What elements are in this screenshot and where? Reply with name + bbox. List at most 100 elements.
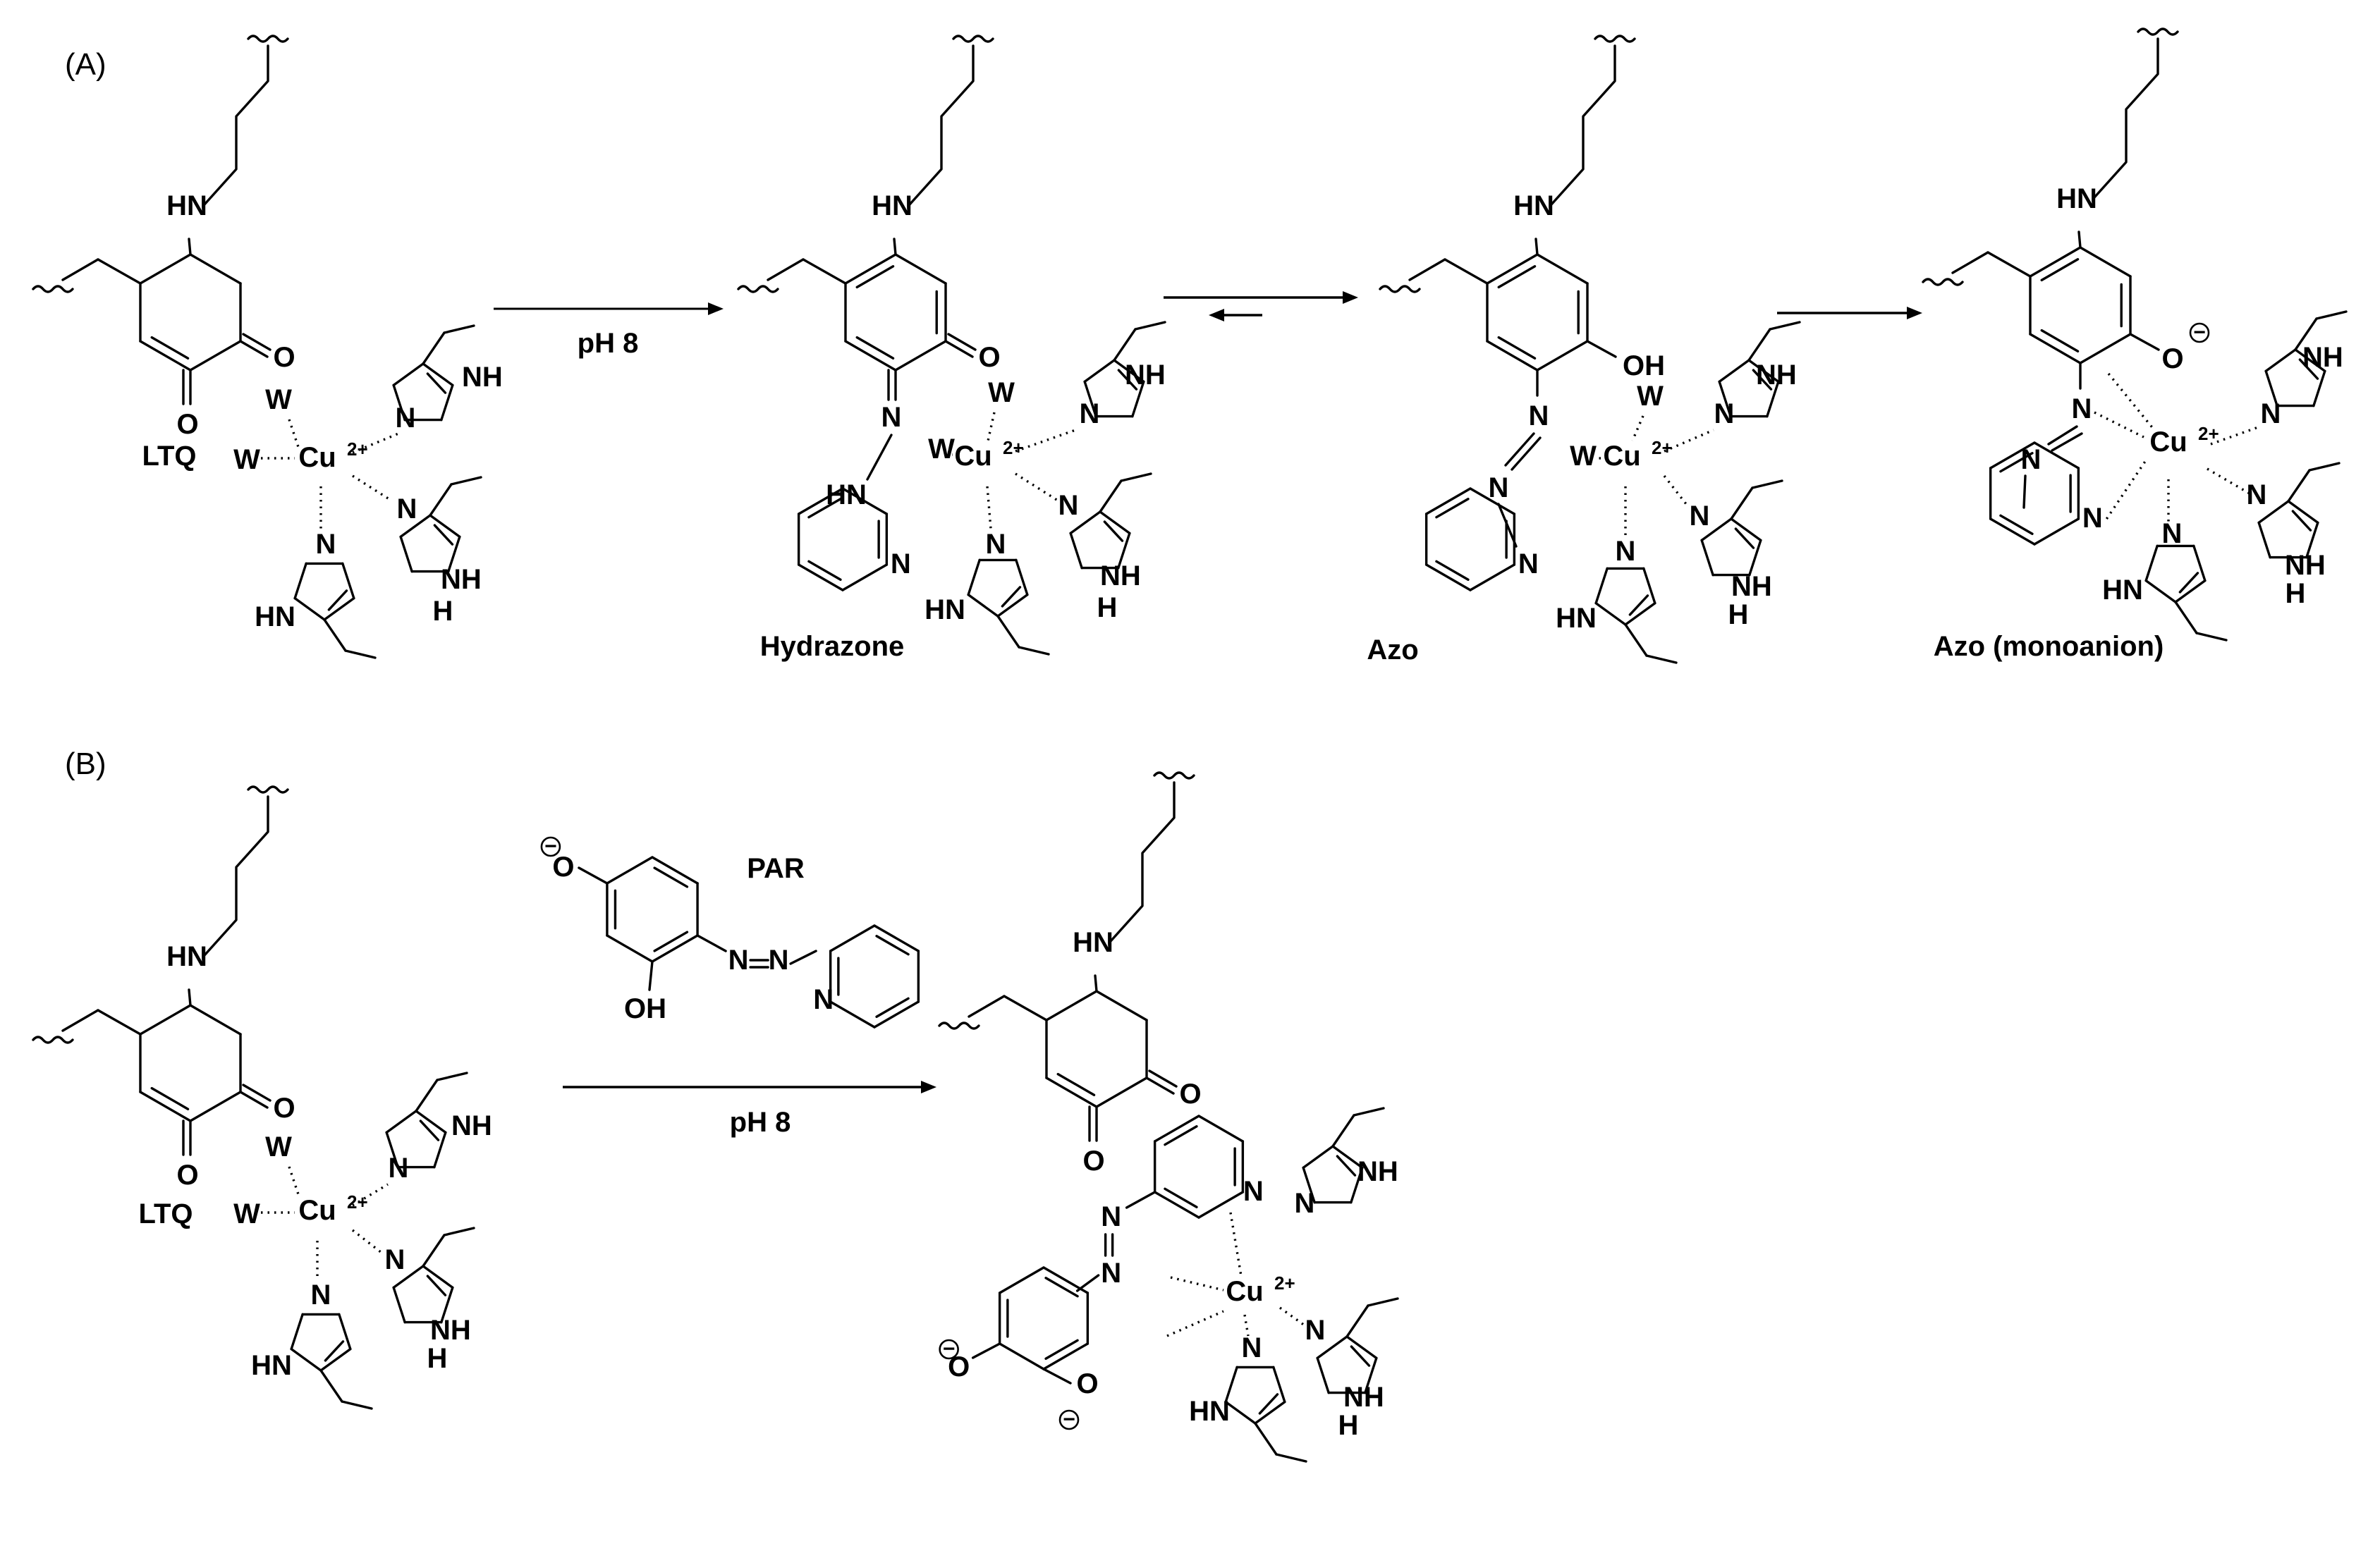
imidazole-nh: NH [451,1110,492,1141]
bond [873,924,920,952]
bond [1045,990,1098,1022]
copper-ion: Cu [954,441,991,472]
bond [1504,432,1535,467]
bond [797,487,844,515]
bond [188,988,192,1007]
bond [1275,1453,1307,1463]
imidazole-n: N [1305,1315,1326,1346]
azo-n: N [769,945,789,976]
bond [1094,974,1098,993]
bond [2174,601,2198,634]
imidazole-ring [293,562,377,659]
water-ligand: W [1570,441,1597,472]
imidazole-n: N [1080,398,1100,429]
bond [2029,246,2082,278]
imidazole-n: N [385,1244,405,1275]
bond [324,1340,345,1362]
imidazole-ring [967,558,1050,656]
coordination-bond [1631,415,1644,441]
bond [1999,514,2034,535]
bond [1336,1155,1357,1177]
panel-label-a: (A) [65,47,106,82]
bond [1331,1114,1355,1148]
bond-path [908,44,975,206]
bond [2312,369,2326,407]
reaction-arrows [494,291,1922,1093]
copper-ion: Cu [1226,1276,1263,1307]
imidazole-hn: HN [1189,1396,1230,1427]
imidazole-hn: HN [251,1350,292,1381]
pyridine-n: N [2082,503,2103,534]
imidazole-ring [385,1072,468,1169]
bond [2315,310,2348,320]
bond [319,1369,343,1403]
bond [1989,517,2036,546]
bond [1224,1400,1257,1425]
bond [1766,380,1780,418]
bond [189,1091,242,1122]
imidazole-n: N [2162,518,2183,549]
bond [2257,500,2290,524]
bond [139,340,192,372]
panel-label-b: (B) [65,747,106,781]
bond [1642,567,1656,605]
carbonyl-oxygen: O [273,342,295,373]
imidazole-nh: NH [1357,1156,1398,1187]
bond [2029,333,2082,364]
imidazole-h: H [1728,599,1749,630]
bond [290,1347,322,1372]
azo-ltq-core: HN [1379,35,1636,372]
imidazole-ring [1224,1366,1307,1463]
azo-n: N [728,945,749,976]
bond [392,1265,425,1289]
bond [1258,1393,1279,1415]
bond [651,856,699,885]
bond [188,238,192,256]
bond [2040,329,2080,352]
coordination-bond [2105,458,2149,520]
imidazole-n: N [1058,490,1079,521]
bond [1316,1356,1330,1394]
bond [1125,1191,1157,1209]
amine-label: HN [166,941,207,972]
bond [1153,1191,1200,1219]
bond [2257,521,2271,559]
coordination-bond [1015,429,1076,453]
coordination-bond [1015,472,1058,502]
bond [1700,517,1733,542]
bond [947,333,977,351]
imidazole-nh: NH [430,1315,471,1346]
bond [1536,340,1589,372]
carbonyl-oxygen: O [176,1160,198,1191]
negative-charge-sign: − [2193,321,2206,344]
hydroxyl: OH [624,993,666,1024]
bond [2308,462,2341,472]
bond [1003,995,1048,1022]
bond [1331,1145,1364,1170]
bond [1751,479,1783,489]
copper-charge: 2+ [1274,1272,1295,1294]
bond [1224,1366,1238,1404]
bond [97,1009,142,1036]
bond [1424,563,1472,591]
bond [443,1227,475,1237]
carbonyl-oxygen: O [1179,1079,1201,1110]
pyridine-n: N [891,548,911,579]
carbonyl-oxygen: O [1082,1146,1104,1177]
bond [855,265,895,289]
bond-path [1922,278,1964,286]
bond [1367,1297,1399,1307]
water-ligand: W [928,434,955,465]
bond [1486,253,1539,285]
bond [1345,1304,1369,1338]
coordination-bond [2094,411,2144,438]
imidazole-ring [392,1227,475,1324]
water-ligand: W [233,1198,260,1229]
bond [894,340,947,372]
bond [1989,441,2036,470]
imidazole-ring [1316,1297,1399,1394]
bond [1164,1125,1198,1146]
